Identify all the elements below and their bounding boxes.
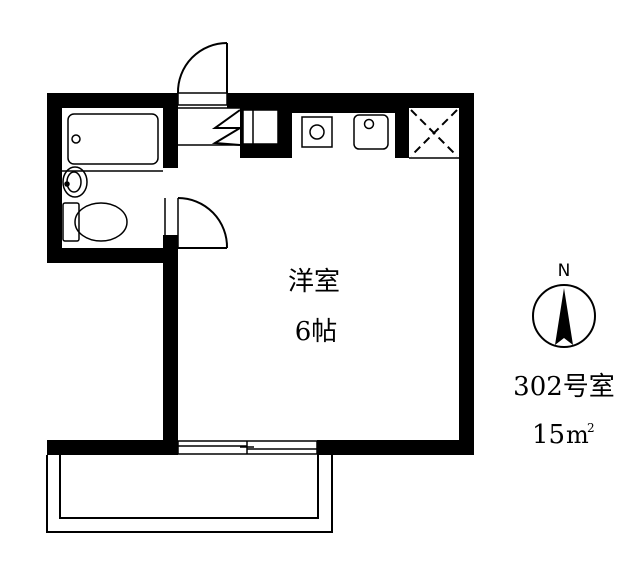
balcony-window <box>177 440 318 455</box>
washbasin-icon <box>62 166 88 198</box>
wall-right <box>459 93 474 445</box>
genkan <box>178 107 279 146</box>
bathtub-icon <box>67 113 159 165</box>
drain-icon <box>363 118 375 130</box>
north-label: N <box>558 261 571 281</box>
north-compass: N <box>532 261 596 348</box>
toilet-bowl-icon <box>74 202 128 242</box>
wall-bottom-right <box>317 440 474 455</box>
wall-bottom-left <box>47 440 178 455</box>
area-unit: m <box>566 421 589 449</box>
burner-icon <box>309 124 325 140</box>
kitchen-top-strip <box>292 108 404 113</box>
wall-bath-corridor-upper <box>163 93 178 168</box>
north-arrow-icon <box>555 288 573 345</box>
entrance-door <box>176 42 228 106</box>
sink-icon <box>353 114 389 150</box>
unit-number-label: 302号室 <box>513 372 615 402</box>
stove-icon <box>301 116 333 148</box>
toilet-tank-icon <box>62 202 80 242</box>
room-type-label: 洋室 <box>288 267 340 297</box>
kitchen-right-block <box>395 108 409 158</box>
unit-area: 15 m 2 <box>532 420 595 450</box>
bathroom-door <box>163 168 229 249</box>
tub-drain-icon <box>71 134 81 144</box>
balcony <box>46 455 333 533</box>
washer-space <box>409 108 459 159</box>
compass-circle-icon <box>532 284 596 348</box>
wall-bath-bottom <box>47 248 178 263</box>
kitchen <box>292 113 395 158</box>
wall-top-left <box>47 93 178 108</box>
area-superscript: 2 <box>587 421 595 435</box>
walls <box>47 93 474 455</box>
wall-top-right <box>227 93 474 108</box>
area-number: 15 <box>532 420 565 450</box>
room-size-label: 6帖 <box>295 317 338 347</box>
wall-left-bath <box>47 93 62 263</box>
bathroom <box>62 113 163 242</box>
wall-left-room <box>163 235 178 450</box>
